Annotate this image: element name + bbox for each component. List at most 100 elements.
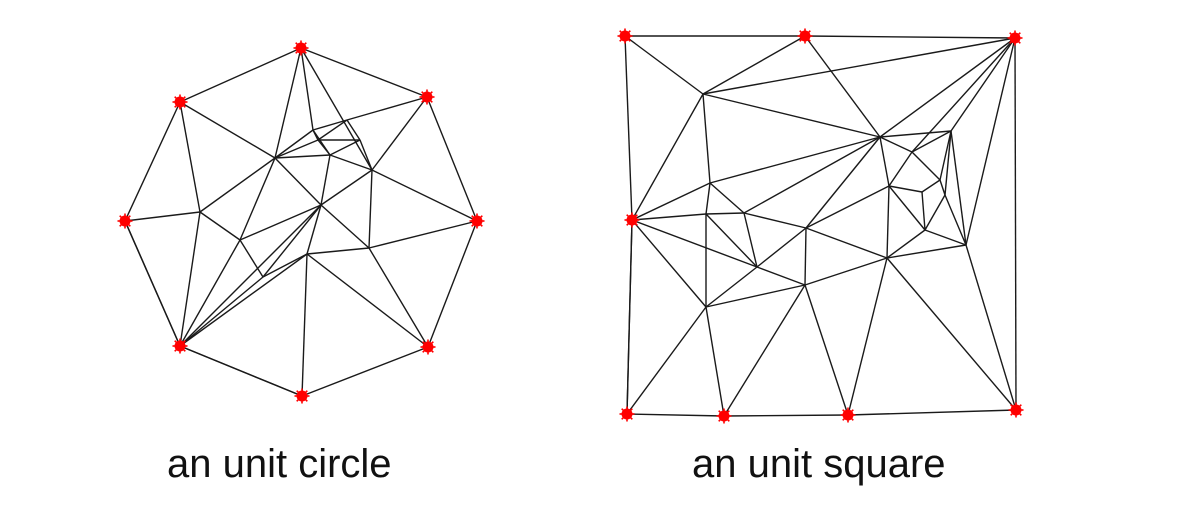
square-mesh-edge [879, 136, 890, 187]
circle-mesh-edge [179, 211, 201, 347]
circle-mesh-boundary-node [420, 339, 436, 355]
square-mesh-edge [921, 179, 941, 193]
square-mesh-edge [924, 194, 946, 231]
square-mesh-edge [911, 130, 952, 153]
circle-mesh-edge [359, 139, 373, 171]
circle-mesh-boundary-node [294, 388, 310, 404]
square-mesh-edge [965, 37, 1016, 246]
circle-mesh-boundary-node [469, 213, 485, 229]
square-mesh-boundary-node [716, 408, 732, 424]
square-mesh-edge [804, 227, 807, 286]
circle-mesh-edge [179, 345, 303, 397]
circle-mesh-edge [312, 129, 331, 156]
circle-mesh-edge [300, 47, 373, 171]
circle-mesh-edge [179, 204, 322, 347]
square-mesh-edge [804, 284, 849, 416]
circle-mesh-edge [179, 101, 276, 159]
circle-mesh-edge [300, 47, 428, 98]
square-mesh-edge [879, 136, 913, 153]
unit-circle-caption: an unit circle [167, 442, 392, 486]
circle-mesh-edge [239, 157, 276, 241]
circle-mesh-edge [346, 119, 361, 141]
square-mesh-edge [805, 185, 890, 229]
square-mesh-edge [847, 257, 888, 416]
circle-mesh-boundary-node [172, 94, 188, 110]
circle-mesh-edge [306, 253, 429, 348]
circle-mesh-edge [300, 47, 314, 131]
square-mesh-edge [886, 185, 890, 259]
circle-mesh-boundary-node [293, 40, 309, 56]
circle-mesh-edge [179, 253, 308, 347]
square-mesh-edge [723, 414, 849, 417]
circle-mesh-edge [274, 129, 314, 159]
circle-mesh-edge [427, 220, 478, 348]
circle-mesh-edge [368, 220, 478, 249]
circle-mesh-edge [199, 211, 241, 241]
square-mesh-edge [702, 93, 881, 138]
square-mesh-edge [888, 151, 913, 187]
square-mesh-edge [879, 130, 952, 138]
circle-mesh-boundary-node [117, 213, 133, 229]
square-mesh-edge [705, 182, 711, 215]
square-mesh-edge [1014, 37, 1017, 411]
square-mesh-edge [804, 35, 1016, 39]
square-mesh-edge [756, 266, 806, 286]
square-mesh-edge [626, 413, 725, 417]
square-mesh-edge [743, 136, 881, 214]
square-mesh-edge [702, 37, 1016, 95]
square-mesh-edge [631, 93, 704, 221]
square-mesh-edge [939, 130, 952, 181]
circle-mesh-edge [368, 169, 373, 249]
square-mesh-edge [879, 37, 1016, 138]
square-mesh-edge [705, 213, 758, 268]
square-mesh-edge [886, 244, 967, 259]
circle-mesh-edge [179, 47, 302, 103]
square-mesh-boundary-node [840, 407, 856, 423]
square-mesh-edge [888, 185, 923, 193]
circle-mesh-edge [179, 276, 264, 347]
square-mesh-edge [709, 182, 745, 214]
square-mesh-boundary-node [1008, 402, 1024, 418]
circle-mesh-edge [274, 47, 302, 159]
circle-mesh-edge [274, 154, 331, 159]
square-mesh-edge [886, 229, 926, 259]
circle-mesh-edge [262, 253, 308, 278]
circle-mesh-edge [320, 154, 331, 206]
circle-mesh-edge [329, 154, 373, 171]
square-mesh-boundary-node [797, 28, 813, 44]
square-mesh-boundary-node [1007, 30, 1023, 46]
square-mesh-edge [911, 151, 941, 181]
square-mesh-edge [804, 35, 881, 138]
circle-mesh-edge [301, 253, 308, 397]
square-mesh-edge [624, 35, 633, 221]
square-mesh-edge [624, 35, 704, 95]
square-mesh-edge [705, 212, 745, 215]
circle-mesh-edge [371, 96, 428, 171]
square-mesh-edge [631, 219, 707, 308]
square-mesh-edge [921, 191, 926, 231]
circle-mesh-edge [317, 119, 348, 141]
circle-mesh-edge [312, 119, 348, 131]
square-mesh-edge [723, 284, 806, 417]
unit-square-mesh [617, 28, 1024, 424]
circle-mesh-edge [179, 239, 241, 347]
square-mesh-edge [924, 229, 967, 246]
square-mesh-edge [631, 213, 707, 221]
square-mesh-edge [631, 219, 758, 268]
square-mesh-edge [804, 257, 888, 286]
square-mesh-edge [950, 130, 967, 246]
square-mesh-edge [911, 37, 1016, 153]
square-mesh-boundary-node [619, 406, 635, 422]
square-mesh-edge [743, 212, 807, 229]
square-mesh-edge [626, 306, 707, 415]
circle-mesh-edge [346, 96, 428, 121]
circle-mesh-edge [426, 96, 478, 222]
square-mesh-edge [939, 179, 946, 196]
circle-mesh-edge [368, 247, 429, 348]
circle-mesh-edge [306, 247, 370, 255]
square-mesh-edge [702, 93, 711, 184]
square-mesh-edge [888, 185, 926, 231]
circle-mesh-edge [306, 204, 322, 255]
circle-mesh-edge [179, 101, 201, 213]
